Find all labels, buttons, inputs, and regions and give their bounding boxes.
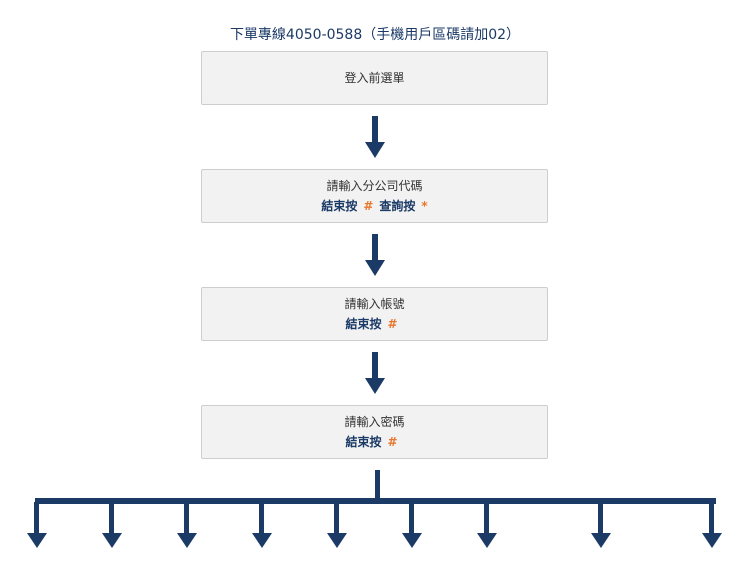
down-arrow-icon <box>591 533 611 548</box>
query-instruction: 查詢按 <box>379 199 416 213</box>
step-label: 請輸入分公司代碼 <box>326 179 423 193</box>
end-instruction: 結束按 <box>345 435 382 449</box>
down-arrow-icon <box>365 260 385 276</box>
step-box-branch-code: 請輸入分公司代碼 結束按 # 查詢按 * <box>201 169 548 223</box>
down-arrow-icon <box>402 533 422 548</box>
step-box-login-menu: 登入前選單 <box>201 51 548 105</box>
branch-shaft <box>484 502 489 534</box>
branch-shaft <box>34 502 39 534</box>
down-arrow-icon <box>365 378 385 394</box>
branch-shaft <box>409 502 414 534</box>
step-label: 請輸入帳號 <box>344 297 405 311</box>
hotline-title: 下單專線4050-0588（手機用戶區碼請加02） <box>229 27 521 43</box>
down-arrow-icon <box>177 533 197 548</box>
branch-bar <box>35 498 716 504</box>
arrow-shaft <box>372 234 378 262</box>
branch-shaft <box>709 502 714 534</box>
star-key: * <box>421 199 428 213</box>
step-box-account: 請輸入帳號 結束按 # <box>201 287 548 341</box>
step-instructions: 結束按 # 查詢按 * <box>321 196 427 216</box>
hash-key: # <box>387 317 398 331</box>
branch-shaft <box>598 502 603 534</box>
arrow-shaft <box>372 116 378 144</box>
step-box-password: 請輸入密碼 結束按 # <box>201 405 548 459</box>
down-arrow-icon <box>327 533 347 548</box>
down-arrow-icon <box>365 142 385 158</box>
branch-shaft <box>184 502 189 534</box>
down-arrow-icon <box>102 533 122 548</box>
branch-shaft <box>334 502 339 534</box>
end-instruction: 結束按 <box>321 199 358 213</box>
down-arrow-icon <box>27 533 47 548</box>
down-arrow-icon <box>252 533 272 548</box>
down-arrow-icon <box>477 533 497 548</box>
hash-key: # <box>387 435 398 449</box>
hash-key: # <box>363 199 374 213</box>
step-instructions: 結束按 # <box>345 314 403 334</box>
branch-shaft <box>259 502 264 534</box>
step-instructions: 結束按 # <box>345 432 403 452</box>
end-instruction: 結束按 <box>345 317 382 331</box>
branch-stem <box>375 470 380 500</box>
step-label: 登入前選單 <box>344 71 405 85</box>
down-arrow-icon <box>702 533 722 548</box>
arrow-shaft <box>372 352 378 380</box>
step-label: 請輸入密碼 <box>344 415 405 429</box>
branch-shaft <box>109 502 114 534</box>
